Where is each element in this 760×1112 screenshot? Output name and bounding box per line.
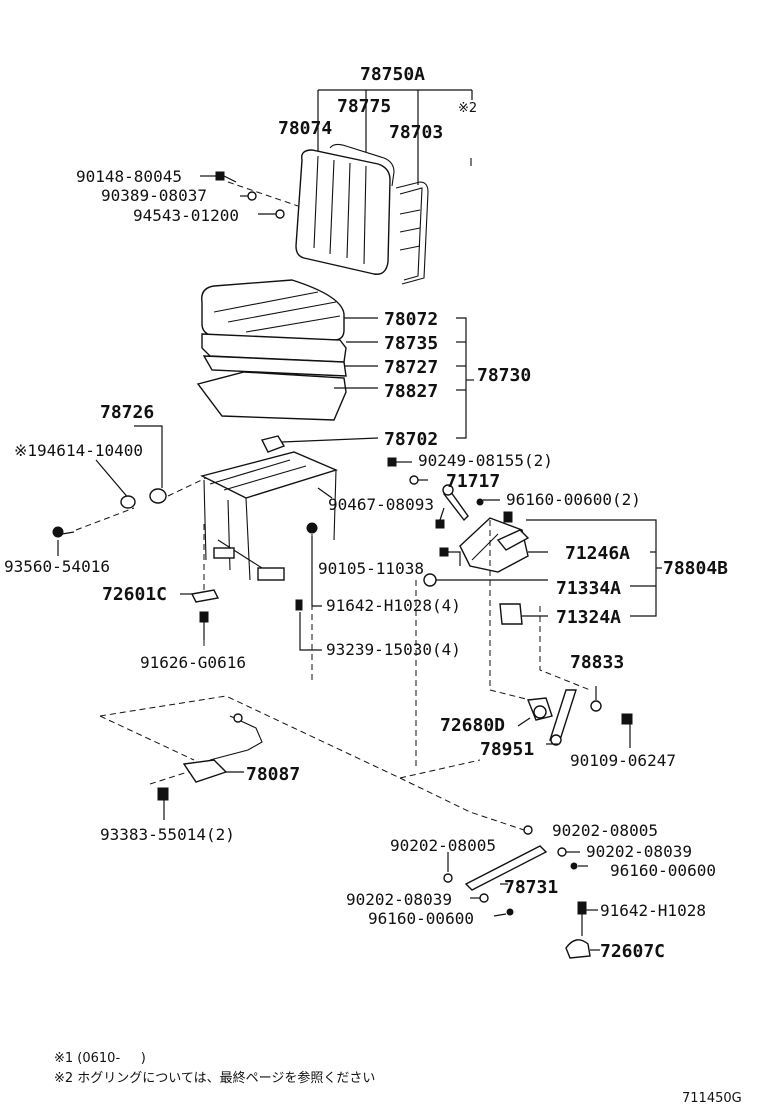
label-78072: 78072: [384, 309, 438, 330]
bolt-93560-drawing: [52, 526, 75, 538]
label-93383-55014-2: 93383-55014(2): [100, 825, 235, 844]
label-78730: 78730: [477, 365, 531, 386]
footnote-1: ※1 (0610- ): [54, 1051, 146, 1066]
label-71324A: 71324A: [556, 607, 621, 628]
label-90202-08005-a: 90202-08005: [552, 821, 658, 840]
label-78735: 78735: [384, 333, 438, 354]
label-94543-01200: 94543-01200: [133, 206, 239, 225]
label-78074: 78074: [278, 118, 332, 139]
label-note2-mark: ※2: [458, 101, 477, 116]
label-78703: 78703: [389, 122, 443, 143]
label-90389-08037: 90389-08037: [101, 186, 207, 205]
seat-back-frame-drawing: [395, 181, 429, 285]
label-96160-00600-a: 96160-00600: [610, 861, 716, 880]
rod-group: [399, 777, 600, 959]
suspension-group: [387, 457, 662, 770]
seat-frame-group: [52, 425, 379, 680]
cable-group: [99, 695, 481, 820]
label-91642-H1028: 91642-H1028: [600, 901, 706, 920]
label-78731: 78731: [504, 877, 558, 898]
label-78750A: 78750A: [360, 64, 425, 85]
washer-94543-drawing: [275, 209, 285, 219]
label-90202-08005-b: 90202-08005: [390, 836, 496, 855]
label-78804B: 78804B: [663, 558, 728, 579]
figure-id: 711450G: [682, 1091, 742, 1106]
screw-90148-drawing: [215, 171, 237, 183]
seat-back-cushion-drawing: [295, 143, 395, 275]
nut-90389-drawing: [247, 191, 257, 201]
label-78827: 78827: [384, 381, 438, 402]
label-90202-08039-a: 90202-08039: [586, 842, 692, 861]
seat-back-group: [200, 89, 473, 285]
label-78702: 78702: [384, 429, 438, 450]
label-90202-08039-b: 90202-08039: [346, 890, 452, 909]
label-71246A: 71246A: [565, 543, 630, 564]
label-78775: 78775: [337, 96, 391, 117]
label-78727: 78727: [384, 357, 438, 378]
label-90148-80045: 90148-80045: [76, 167, 182, 186]
label-91626-G0616: 91626-G0616: [140, 653, 246, 672]
label-90105-11038: 90105-11038: [318, 559, 424, 578]
lower-adjuster-group: [517, 686, 633, 748]
label-78951: 78951: [480, 739, 534, 760]
label-91642-H1028-4: 91642-H1028(4): [326, 596, 461, 615]
label-90467-08093: 90467-08093: [328, 495, 434, 514]
label-93239-15030-4: 93239-15030(4): [326, 640, 461, 659]
label-96160-00600-b: 96160-00600: [368, 909, 474, 928]
label-72607C: 72607C: [600, 941, 665, 962]
label-72680D: 72680D: [440, 715, 505, 736]
label-194614-10400: ※194614-10400: [14, 441, 143, 460]
label-78833: 78833: [570, 652, 624, 673]
label-71334A: 71334A: [556, 578, 621, 599]
seat-cushion-group: [196, 279, 474, 439]
footnote-2: ※2 ホグリングについては、最終ページを参照ください: [54, 1070, 375, 1086]
label-78087: 78087: [246, 764, 300, 785]
label-78726: 78726: [100, 402, 154, 423]
label-71717: 71717: [446, 471, 500, 492]
label-96160-00600-2: 96160-00600(2): [506, 490, 641, 509]
label-72601C: 72601C: [102, 584, 167, 605]
label-93560-54016: 93560-54016: [4, 557, 110, 576]
label-90109-06247: 90109-06247: [570, 751, 676, 770]
label-90249-08155: 90249-08155(2): [418, 451, 553, 470]
